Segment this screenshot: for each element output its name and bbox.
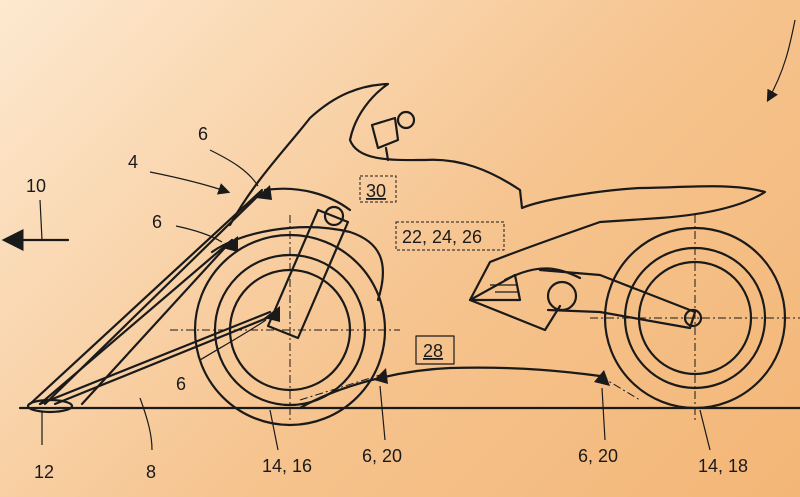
label-30: 30 [366, 181, 386, 201]
label-14-18: 14, 18 [698, 456, 748, 476]
box-28 [415, 335, 455, 365]
tank-line [263, 187, 352, 212]
corner-arrow [766, 19, 796, 103]
box-22 [395, 221, 505, 251]
front-fork [266, 205, 350, 340]
label-8: 8 [146, 462, 156, 482]
swingarm [468, 267, 703, 330]
leader-lines [41, 149, 711, 451]
front-wheel [170, 215, 400, 427]
box-30 [359, 175, 397, 203]
label-12: 12 [34, 462, 54, 482]
label-6-20-b: 6, 20 [578, 446, 618, 466]
label-6-low: 6 [176, 374, 186, 394]
label-6-top: 6 [198, 124, 208, 144]
attachment-markers [222, 185, 610, 386]
label-6-20-a: 6, 20 [362, 446, 402, 466]
support-struts [26, 188, 274, 414]
mirror [370, 110, 416, 162]
front-mudguard [210, 226, 385, 302]
label-14-16: 14, 16 [262, 456, 312, 476]
rear-wheel [590, 215, 800, 420]
belly-dashed [299, 374, 381, 401]
label-4: 4 [128, 152, 138, 172]
label-10: 10 [26, 176, 46, 196]
belly-line [298, 366, 602, 410]
label-6-mid: 6 [152, 212, 162, 232]
label-22-24-26: 22, 24, 26 [402, 227, 482, 247]
fairing-body [228, 82, 767, 332]
label-28: 28 [423, 341, 443, 361]
